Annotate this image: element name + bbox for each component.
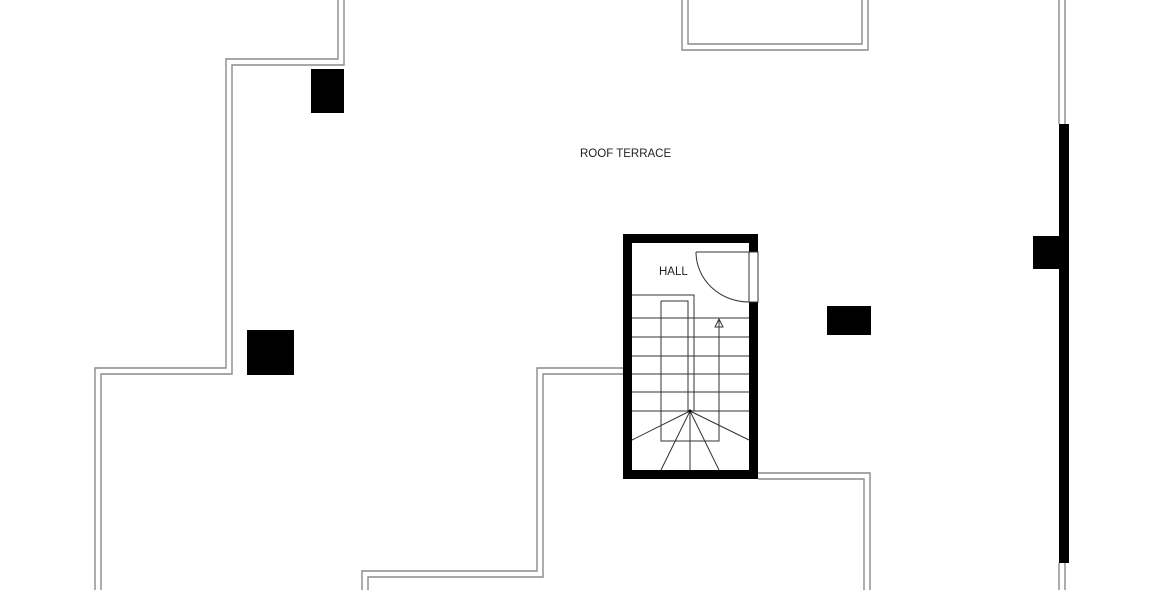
parapet-wall-right-inner (758, 478, 865, 590)
parapet-wall-left-outer (94, 0, 339, 590)
rooflight-inner (687, 0, 863, 45)
stair-hall (623, 234, 759, 479)
column (827, 306, 871, 335)
door-swing-icon (695, 251, 750, 303)
column (311, 69, 344, 113)
right-wall-pier (1033, 236, 1063, 269)
parapet-wall-right-outer (758, 472, 871, 590)
stair-winder-center (688, 409, 692, 413)
stair-well-outline (632, 294, 695, 411)
door-frame (748, 251, 759, 303)
room-label-roof-terrace: ROOF TERRACE (580, 148, 671, 160)
stair-treads (631, 317, 750, 471)
stair-direction-arrow-icon (714, 317, 724, 328)
column (247, 330, 294, 375)
parapet-wall-middle-outer (361, 367, 623, 590)
right-wall-solid (1059, 124, 1069, 563)
room-label-hall: HALL (659, 266, 688, 278)
rooflight-outer (681, 0, 869, 51)
parapet-wall-middle-inner (367, 373, 623, 590)
parapet-wall-left-inner (100, 0, 345, 590)
